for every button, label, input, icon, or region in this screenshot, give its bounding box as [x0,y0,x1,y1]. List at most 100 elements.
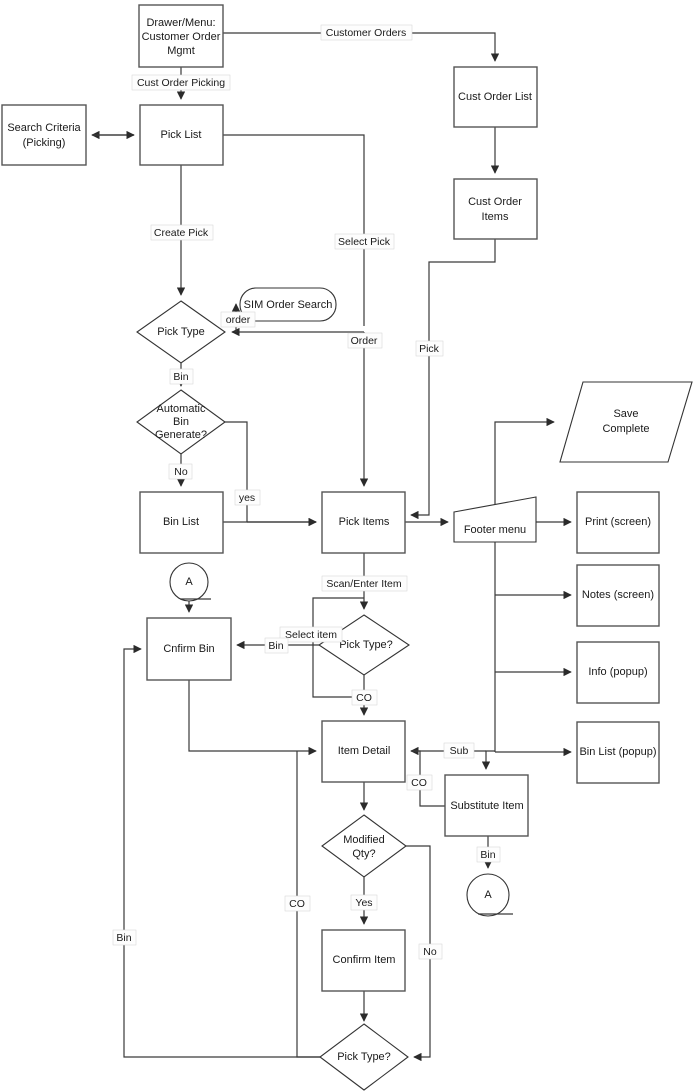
node-automatic-bin-generate-line-0: Automatic [157,403,206,415]
node-info-popup-label: Info (popup) [588,666,647,678]
node-bin-list-popup[interactable] [576,721,660,784]
lbl-bin-4-bg [112,929,137,946]
lbl-no-2: No [423,946,437,958]
node-pick-type-1[interactable] [136,300,226,364]
node-confirm-item[interactable] [321,929,406,992]
edge-autobin-yes-to-pick-items [225,421,248,522]
node-footer-menu[interactable] [453,496,537,543]
lbl-customer-orders: Customer Orders [326,27,407,39]
lbl-yes-2-bg [350,894,378,911]
node-drawer-menu[interactable] [138,4,224,68]
node-pick-type-2-label: Pick Type? [339,639,393,651]
node-info-popup[interactable] [576,641,660,704]
node-pick-type-3-label: Pick Type? [337,1051,391,1063]
node-connector-a-bottom[interactable] [466,873,510,917]
lbl-sub-bg [443,742,475,759]
node-print-screen[interactable] [576,491,660,554]
edge-cust-order-items-pick [410,239,496,520]
node-drawer-menu-line-0: Drawer/Menu: [146,17,215,29]
node-connector-a-bottom-label: A [484,889,492,901]
node-pick-type-1-label: Pick Type [157,326,205,338]
node-cnfirm-bin[interactable] [146,617,232,681]
lbl-no-1-bg [168,463,193,480]
lbl-cust-order-picking-bg [131,74,231,91]
lbl-co-1: CO [356,692,372,704]
node-substitute-item[interactable] [444,774,529,837]
node-sim-order-search[interactable] [239,287,337,322]
lbl-select-item-bg [279,626,343,643]
node-bin-list[interactable] [139,491,224,554]
lbl-customer-orders-bg [320,24,413,41]
node-pick-list[interactable] [139,104,224,166]
node-search-criteria-line-1: (Picking) [23,137,66,149]
lbl-pick: Pick [419,343,440,355]
node-print-screen-label: Print (screen) [585,516,651,528]
edge-cnfirm-bin-to-item-detail [188,680,317,756]
lbl-co-3-bg [284,895,311,912]
edge-labels: Customer Orders Cust Order Picking Creat… [112,24,501,960]
edge-select-item-loop-down [312,645,364,698]
lbl-select-pick: Select Pick [338,236,391,248]
node-automatic-bin-generate[interactable] [136,389,226,455]
node-pick-list-label: Pick List [161,129,202,141]
node-automatic-bin-generate-line-1: Bin [173,416,189,428]
node-connector-a-top[interactable] [169,562,209,602]
node-bin-list-popup-label: Bin List (popup) [579,746,656,758]
node-modified-qty[interactable] [321,814,407,878]
node-drawer-menu-line-2: Mgmt [167,45,195,57]
lbl-co-3: CO [289,898,305,910]
node-cust-order-items-line-0: Cust Order [468,196,522,208]
lbl-no-1: No [174,466,188,478]
edge-drawer-to-cust-order-list [223,32,500,62]
edge-sub-to-substitute-item [481,750,495,770]
lbl-bin-1: Bin [173,371,188,383]
node-pick-type-3[interactable] [319,1023,409,1091]
node-save-complete-line-0: Save [613,408,638,420]
node-item-detail[interactable] [321,720,406,783]
node-cnfirm-bin-label: Cnfirm Bin [163,643,214,655]
node-modified-qty-line-1: Qty? [352,848,375,860]
node-cust-order-items-line-1: Items [482,211,509,223]
node-sim-order-search-label: SIM Order Search [244,299,333,311]
lbl-pick-bg [415,340,444,357]
node-item-detail-label: Item Detail [338,745,391,757]
node-bin-list-label: Bin List [163,516,199,528]
lbl-no-2-bg [418,943,443,960]
lbl-create-pick-bg [150,224,214,241]
node-confirm-item-label: Confirm Item [333,954,396,966]
node-substitute-item-label: Substitute Item [450,800,523,812]
lbl-order-bg [347,332,383,349]
node-cust-order-list[interactable] [453,66,538,128]
lbl-scan-enter-item: Scan/Enter Item [326,578,402,590]
node-search-criteria[interactable] [1,104,87,166]
node-footer-menu-label: Footer menu [464,524,526,536]
lbl-sub: Sub [450,745,469,757]
node-pick-items[interactable] [321,491,406,554]
node-search-criteria-line-0: Search Criteria [7,122,81,134]
node-save-complete[interactable] [559,381,693,463]
node-pick-items-label: Pick Items [339,516,390,528]
node-cust-order-items[interactable] [453,178,538,240]
lbl-bin-2-bg [264,637,289,654]
lbl-select-item: Select item [285,629,337,641]
lbl-select-pick-bg [334,233,395,250]
lbl-cust-order-picking: Cust Order Picking [137,77,225,89]
node-notes-screen[interactable] [576,564,660,627]
lbl-bin-3: Bin [480,849,495,861]
edge-footer-menu-spine-up [494,417,555,500]
lbl-yes-2: Yes [355,897,372,909]
node-automatic-bin-generate-line-2: Generate? [155,429,207,441]
lbl-order-small: order [226,314,251,326]
lbl-order-small-bg [220,311,256,328]
edge-pick-list-select-pick [223,134,365,326]
lbl-bin-1-bg [169,368,194,385]
lbl-co-2: CO [411,777,427,789]
lbl-co-1-bg [351,689,378,706]
lbl-scan-enter-item-bg [321,575,408,592]
lbl-bin-3-bg [476,846,501,863]
lbl-order: Order [351,335,378,347]
node-drawer-menu-line-1: Customer Order [142,31,221,43]
lbl-bin-2: Bin [268,640,283,652]
